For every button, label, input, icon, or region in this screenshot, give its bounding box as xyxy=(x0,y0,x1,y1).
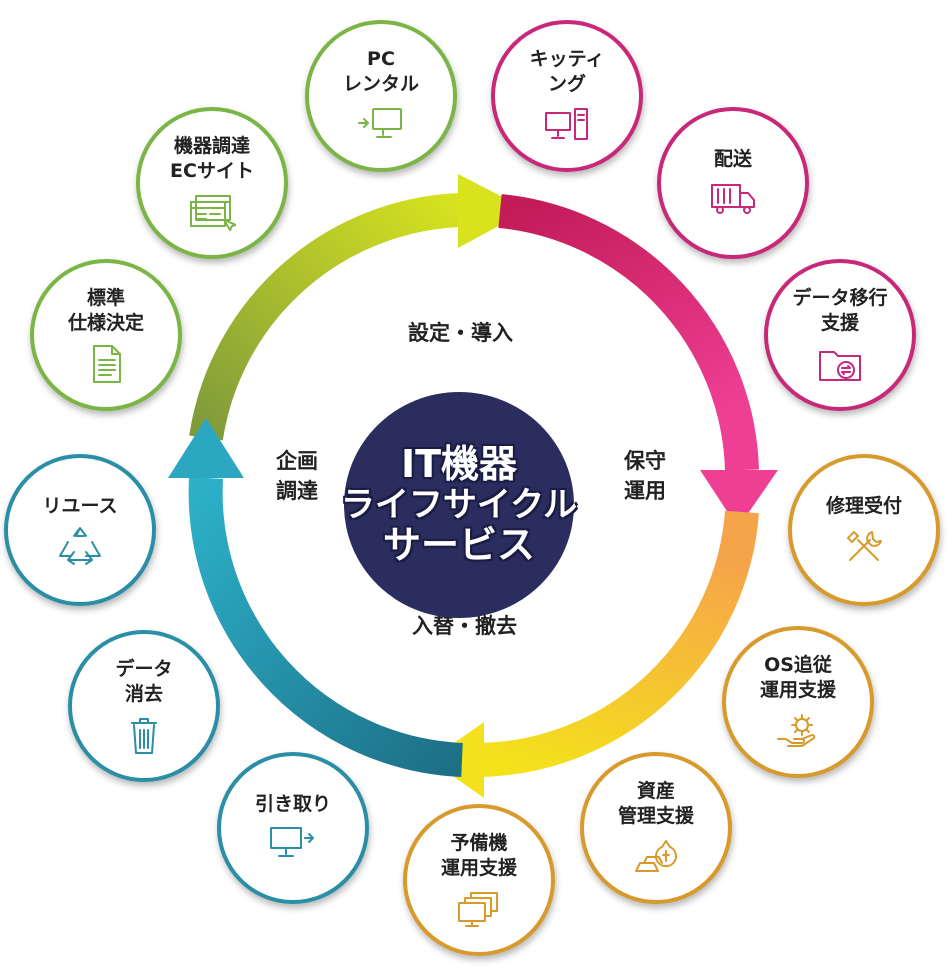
service-node-os-update: OS追従 運用支援 xyxy=(722,626,874,778)
phase-maintenance-label: 保守 運用 xyxy=(624,449,666,504)
stacked-monitors-icon xyxy=(455,889,503,929)
arc-plan-to-setup xyxy=(189,193,461,441)
service-node-pickup: 引き取り xyxy=(217,752,369,904)
service-node-label: リユース xyxy=(42,494,118,517)
gear-hand-icon xyxy=(774,711,822,751)
document-icon xyxy=(82,344,130,384)
monitor-return-icon xyxy=(269,824,317,864)
service-node-spare: 予備機 運用支援 xyxy=(403,804,555,956)
tools-icon xyxy=(840,526,888,566)
service-node-standard-spec: 標準 仕様決定 xyxy=(30,259,182,411)
service-node-pc-rental: PC レンタル xyxy=(305,20,457,172)
desktop-tower-icon xyxy=(543,105,591,145)
arrowhead-maintenance xyxy=(700,470,778,528)
service-node-repair: 修理受付 xyxy=(788,454,940,606)
phase-plan-label: 企画 調達 xyxy=(276,449,318,504)
center-title-disc: IT機器 ライフサイクル サービス xyxy=(340,392,578,618)
center-title-line2: ライフサイクル xyxy=(340,484,578,525)
center-title-line1: IT機器 xyxy=(400,442,518,487)
service-node-label: データ移行 支援 xyxy=(792,287,888,334)
arc-maintenance-to-replace xyxy=(481,510,759,777)
service-node-label: 予備機 運用支援 xyxy=(440,832,517,879)
service-node-kitting: キッティ ング xyxy=(491,20,643,172)
arrowhead-setup xyxy=(458,174,528,248)
trash-icon xyxy=(120,715,168,755)
service-node-data-erase: データ 消去 xyxy=(68,630,220,782)
phase-replace-label: 入替・撤去 xyxy=(412,614,517,638)
folder-sync-icon xyxy=(816,344,864,384)
service-node-label: PC レンタル xyxy=(342,48,419,95)
service-node-asset: 資産 管理支援 xyxy=(580,752,732,904)
arc-setup-to-maintenance xyxy=(498,194,759,471)
phase-setup-label: 設定・導入 xyxy=(408,321,513,345)
recycle-icon xyxy=(56,526,104,566)
service-node-label: データ 消去 xyxy=(115,658,173,705)
center-title-line3: サービス xyxy=(382,523,535,568)
service-node-ec-site: 機器調達 ECサイト xyxy=(136,107,288,259)
service-node-label: 資産 管理支援 xyxy=(617,780,694,827)
service-node-delivery: 配送 xyxy=(657,107,809,259)
arc-replace-to-plan xyxy=(188,477,463,777)
arrowhead-plan xyxy=(168,418,244,478)
service-node-label: 標準 仕様決定 xyxy=(67,287,144,334)
service-node-label: 修理受付 xyxy=(825,494,902,517)
service-node-label: キッティ ング xyxy=(529,48,605,95)
service-node-label: 配送 xyxy=(713,147,752,170)
service-node-label: OS追従 運用支援 xyxy=(759,654,836,701)
pc-rental-icon xyxy=(357,105,405,145)
service-node-reuse: リユース xyxy=(4,454,156,606)
service-node-label: 機器調達 ECサイト xyxy=(170,135,254,182)
gold-bag-icon xyxy=(632,837,680,877)
web-window-icon xyxy=(188,192,236,232)
service-node-data-migration: データ移行 支援 xyxy=(764,259,916,411)
service-node-label: 引き取り xyxy=(254,792,331,815)
truck-icon xyxy=(709,179,757,219)
